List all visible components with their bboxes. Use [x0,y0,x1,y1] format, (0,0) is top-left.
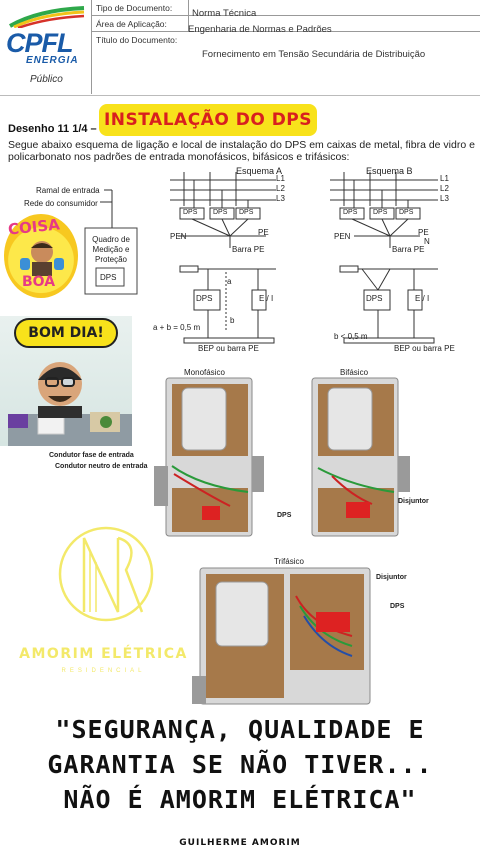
meta-label: Tipo de Documento: [96,3,173,13]
meta-value: Engenharia de Normas e Padrões [188,24,332,35]
document-header: CPFL ENERGIA Público Tipo de Documento: … [0,0,480,96]
meta-row-type: Tipo de Documento: Norma Técnica [92,0,480,19]
esquema-a-formula: a + b = 0,5 m [153,323,201,332]
amorim-logo-icon [58,526,154,622]
bi-box-illustration [311,377,410,537]
esquema-b-ei: E / I [415,294,430,303]
tri-label: Trifásico [274,557,304,566]
quadro-label-3: Proteção [94,255,128,264]
esquema-a-pen: PEN [170,232,187,241]
meta-row-area: Área de Aplicação: Engenharia de Normas … [92,16,480,35]
esquema-b-dps-1: DPS [343,209,358,216]
meta-row-title: Título do Documento: Fornecimento em Ten… [92,32,480,94]
esquema-b-bep: BEP ou barra PE [394,344,455,353]
intro-text: Segue abaixo esquema de ligação e local … [8,139,475,163]
slogan-line-3: NÃO É AMORIM ELÉTRICA" [63,785,417,814]
header-divider [188,0,189,32]
cpfl-swoosh-icon [9,6,85,28]
esquema-a-b: b [230,316,235,325]
author-name: GUILHERME AMORIM [179,838,301,848]
bom-dia-sticker: BOM DIA! [14,318,118,348]
esquema-b-diagram [330,172,438,344]
slogan-line-2: GARANTIA SE NÃO TIVER... [47,750,433,779]
esquema-a-title: Esquema A [236,166,283,176]
meta-value: Norma Técnica [192,8,257,19]
cpfl-logo-sub: ENERGIA [26,55,79,66]
esquema-b-l3: L3 [440,194,449,203]
boa-sticker-text: BOA [22,274,56,290]
esquema-a-dps-lower: DPS [196,294,213,303]
quadro-label-2: Medição e [92,245,130,254]
esquema-b-l2: L2 [440,184,449,193]
esquema-a-dps-3: DPS [239,209,254,216]
drawing-label: Desenho 11 1/4 – [8,123,97,135]
esquema-b-pen: PEN [334,232,351,241]
esquema-b-n: N [424,237,430,246]
neutro-label: Condutor neutro de entrada [55,463,148,470]
esquema-b-dps-2: DPS [373,209,388,216]
cpfl-logo-box [0,0,92,94]
esquema-b-l1: L1 [440,174,449,183]
meta-value: Fornecimento em Tensão Secundária de Dis… [202,49,426,60]
esquema-b-dps-lower: DPS [366,294,383,303]
esquema-a-a: a [227,277,232,286]
esquema-b-formula: b < 0,5 m [334,332,368,341]
ramal-label: Ramal de entrada [36,186,100,195]
esquema-b-pe: PE [418,228,429,237]
esquema-b-barra: Barra PE [392,245,425,254]
mono-label: Monofásico [184,368,225,377]
esquema-b-dps-3: DPS [399,209,414,216]
left-schematic [84,189,138,295]
left-dps-label: DPS [100,273,117,282]
rede-label: Rede do consumidor [24,199,98,208]
tri-disjuntor-label: Disjuntor [376,574,407,581]
esquema-a-pe: PE [258,228,269,237]
mono-dps-label: DPS [277,512,292,519]
slogan: "SEGURANÇA, QUALIDADE E GARANTIA SE NÃO … [0,712,480,817]
tri-dps-label: DPS [390,603,405,610]
fase-label: Condutor fase de entrada [49,452,134,459]
avatar-illustration [8,362,132,446]
esquema-a-l3: L3 [276,194,285,203]
esquema-a-ei: E / I [259,294,274,303]
brand-subtitle: RESIDENCIAL [61,668,146,674]
slogan-line-1: "SEGURANÇA, QUALIDADE E [55,715,425,744]
esquema-a-l2: L2 [276,184,285,193]
character-face-icon [20,241,64,276]
esquema-a-barra: Barra PE [232,245,265,254]
classification-label: Público [30,74,63,85]
mono-box-illustration [154,377,264,537]
esquema-b-title: Esquema B [366,166,413,176]
cpfl-logo-text: CPFL [6,28,73,58]
esquema-a-dps-1: DPS [183,209,198,216]
meta-label: Título do Documento: [96,35,178,45]
tri-box-illustration [192,567,371,705]
bi-disjuntor-label: Disjuntor [398,498,429,505]
esquema-a-diagram [170,172,276,344]
quadro-label-1: Quadro de [92,235,130,244]
bi-label: Bifásico [340,368,369,377]
esquema-a-bep: BEP ou barra PE [198,344,259,353]
title-banner: INSTALAÇÃO DO DPS [99,104,317,136]
brand-name: AMORIM ELÉTRICA [19,646,188,662]
esquema-a-l1: L1 [276,174,285,183]
esquema-a-dps-2: DPS [213,209,228,216]
meta-label: Área de Aplicação: [96,19,167,29]
